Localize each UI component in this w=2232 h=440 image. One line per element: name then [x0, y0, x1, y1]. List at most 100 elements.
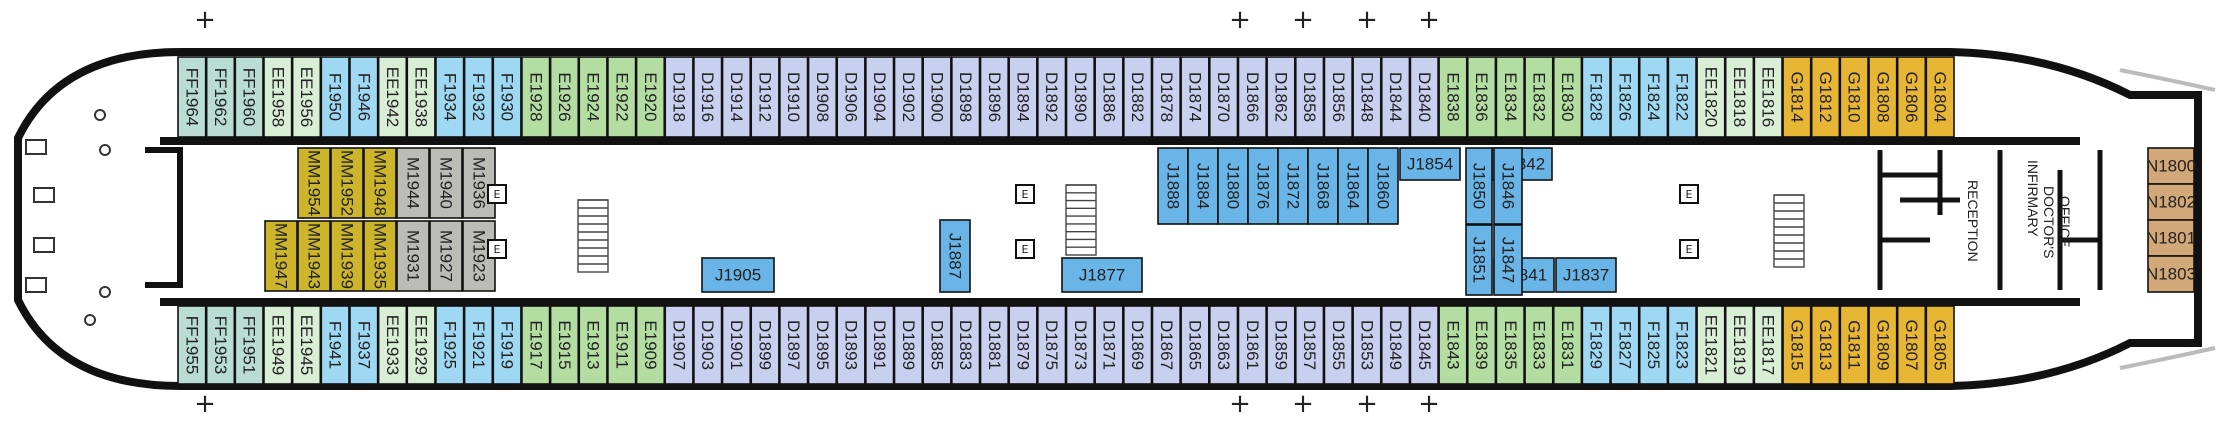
- cabin-D1914[interactable]: D1914: [721, 56, 752, 138]
- cabin-FF1964[interactable]: FF1964: [177, 56, 207, 138]
- cabin-J1854[interactable]: J1854: [1399, 147, 1461, 181]
- cabin-E1915[interactable]: E1915: [549, 305, 580, 385]
- cabin-J1847[interactable]: J1847: [1493, 224, 1523, 296]
- cabin-N1802[interactable]: N1802: [2146, 183, 2196, 221]
- cabin-E1832[interactable]: E1832: [1524, 56, 1554, 138]
- cabin-F1919[interactable]: F1919: [492, 305, 522, 385]
- cabin-F1828[interactable]: F1828: [1581, 56, 1611, 138]
- cabin-F1825[interactable]: F1825: [1638, 305, 1669, 385]
- cabin-E1838[interactable]: E1838: [1438, 56, 1468, 138]
- cabin-M1931[interactable]: M1931: [396, 220, 430, 292]
- cabin-D1900[interactable]: D1900: [922, 56, 952, 138]
- cabin-D1883[interactable]: D1883: [951, 305, 981, 385]
- cabin-G1812[interactable]: G1812: [1810, 56, 1841, 138]
- cabin-E1913[interactable]: E1913: [578, 305, 608, 385]
- cabin-E1835[interactable]: E1835: [1495, 305, 1525, 385]
- cabin-MM1954[interactable]: MM1954: [297, 147, 331, 219]
- cabin-D1908[interactable]: D1908: [807, 56, 838, 138]
- cabin-G1807[interactable]: G1807: [1896, 305, 1927, 385]
- cabin-D1856[interactable]: D1856: [1323, 56, 1353, 138]
- cabin-D1901[interactable]: D1901: [721, 305, 752, 385]
- cabin-EE1818[interactable]: EE1818: [1724, 56, 1755, 138]
- cabin-D1890[interactable]: D1890: [1065, 56, 1095, 138]
- cabin-E1920[interactable]: E1920: [635, 56, 666, 138]
- cabin-D1896[interactable]: D1896: [979, 56, 1009, 138]
- cabin-FF1953[interactable]: FF1953: [205, 305, 236, 385]
- cabin-D1858[interactable]: D1858: [1294, 56, 1325, 138]
- cabin-D1873[interactable]: D1873: [1065, 305, 1095, 385]
- cabin-F1925[interactable]: F1925: [435, 305, 465, 385]
- cabin-F1829[interactable]: F1829: [1581, 305, 1611, 385]
- cabin-N1801[interactable]: N1801: [2146, 219, 2196, 257]
- cabin-D1916[interactable]: D1916: [693, 56, 723, 138]
- cabin-MM1935[interactable]: MM1935: [363, 220, 397, 292]
- cabin-J1877[interactable]: J1877: [1061, 257, 1143, 293]
- cabin-D1848[interactable]: D1848: [1352, 56, 1382, 138]
- cabin-J1851[interactable]: J1851: [1465, 224, 1493, 296]
- cabin-D1870[interactable]: D1870: [1209, 56, 1239, 138]
- cabin-D1863[interactable]: D1863: [1209, 305, 1239, 385]
- cabin-D1904[interactable]: D1904: [865, 56, 895, 138]
- cabin-M1923[interactable]: M1923: [462, 220, 496, 292]
- cabin-F1824[interactable]: F1824: [1638, 56, 1669, 138]
- cabin-G1809[interactable]: G1809: [1868, 305, 1898, 385]
- cabin-D1918[interactable]: D1918: [664, 56, 694, 138]
- cabin-F1826[interactable]: F1826: [1610, 56, 1640, 138]
- cabin-D1865[interactable]: D1865: [1180, 305, 1210, 385]
- cabin-EE1819[interactable]: EE1819: [1724, 305, 1755, 385]
- cabin-M1927[interactable]: M1927: [429, 220, 463, 292]
- cabin-D1840[interactable]: D1840: [1409, 56, 1439, 138]
- cabin-F1946[interactable]: F1946: [349, 56, 379, 138]
- cabin-D1867[interactable]: D1867: [1151, 305, 1181, 385]
- cabin-J1837[interactable]: J1837: [1555, 257, 1617, 293]
- cabin-MM1947[interactable]: MM1947: [264, 220, 298, 292]
- cabin-F1823[interactable]: F1823: [1667, 305, 1697, 385]
- cabin-F1822[interactable]: F1822: [1667, 56, 1697, 138]
- cabin-E1836[interactable]: E1836: [1466, 56, 1497, 138]
- cabin-D1891[interactable]: D1891: [865, 305, 895, 385]
- cabin-MM1939[interactable]: MM1939: [330, 220, 364, 292]
- cabin-D1906[interactable]: D1906: [836, 56, 866, 138]
- cabin-E1909[interactable]: E1909: [635, 305, 666, 385]
- cabin-MM1943[interactable]: MM1943: [297, 220, 331, 292]
- cabin-M1940[interactable]: M1940: [429, 147, 463, 219]
- cabin-EE1817[interactable]: EE1817: [1753, 305, 1783, 385]
- cabin-F1930[interactable]: F1930: [492, 56, 522, 138]
- cabin-D1894[interactable]: D1894: [1008, 56, 1038, 138]
- cabin-D1875[interactable]: D1875: [1037, 305, 1067, 385]
- cabin-G1810[interactable]: G1810: [1839, 56, 1869, 138]
- cabin-F1950[interactable]: F1950: [320, 56, 350, 138]
- cabin-EE1816[interactable]: EE1816: [1753, 56, 1783, 138]
- cabin-D1899[interactable]: D1899: [750, 305, 780, 385]
- cabin-D1869[interactable]: D1869: [1123, 305, 1153, 385]
- cabin-EE1956[interactable]: EE1956: [291, 56, 322, 138]
- cabin-D1845[interactable]: D1845: [1409, 305, 1439, 385]
- cabin-FF1951[interactable]: FF1951: [234, 305, 264, 385]
- cabin-D1859[interactable]: D1859: [1266, 305, 1296, 385]
- cabin-N1800[interactable]: N1800: [2146, 147, 2196, 185]
- cabin-D1898[interactable]: D1898: [951, 56, 981, 138]
- cabin-J1880[interactable]: J1880: [1217, 147, 1249, 225]
- cabin-EE1821[interactable]: EE1821: [1696, 305, 1726, 385]
- cabin-J1905[interactable]: J1905: [701, 257, 775, 293]
- cabin-G1805[interactable]: G1805: [1925, 305, 1955, 385]
- cabin-J1884[interactable]: J1884: [1187, 147, 1219, 225]
- cabin-E1843[interactable]: E1843: [1438, 305, 1468, 385]
- cabin-F1934[interactable]: F1934: [435, 56, 465, 138]
- cabin-J1872[interactable]: J1872: [1277, 147, 1309, 225]
- cabin-E1833[interactable]: E1833: [1524, 305, 1554, 385]
- cabin-D1855[interactable]: D1855: [1323, 305, 1353, 385]
- cabin-F1937[interactable]: F1937: [349, 305, 379, 385]
- cabin-EE1942[interactable]: EE1942: [377, 56, 408, 138]
- cabin-D1878[interactable]: D1878: [1151, 56, 1181, 138]
- cabin-G1813[interactable]: G1813: [1810, 305, 1841, 385]
- cabin-E1911[interactable]: E1911: [607, 305, 637, 385]
- cabin-EE1938[interactable]: EE1938: [406, 56, 436, 138]
- cabin-D1874[interactable]: D1874: [1180, 56, 1210, 138]
- cabin-D1912[interactable]: D1912: [750, 56, 780, 138]
- cabin-EE1933[interactable]: EE1933: [377, 305, 408, 385]
- cabin-FF1955[interactable]: FF1955: [177, 305, 207, 385]
- cabin-E1922[interactable]: E1922: [607, 56, 637, 138]
- cabin-G1806[interactable]: G1806: [1896, 56, 1927, 138]
- cabin-E1928[interactable]: E1928: [521, 56, 551, 138]
